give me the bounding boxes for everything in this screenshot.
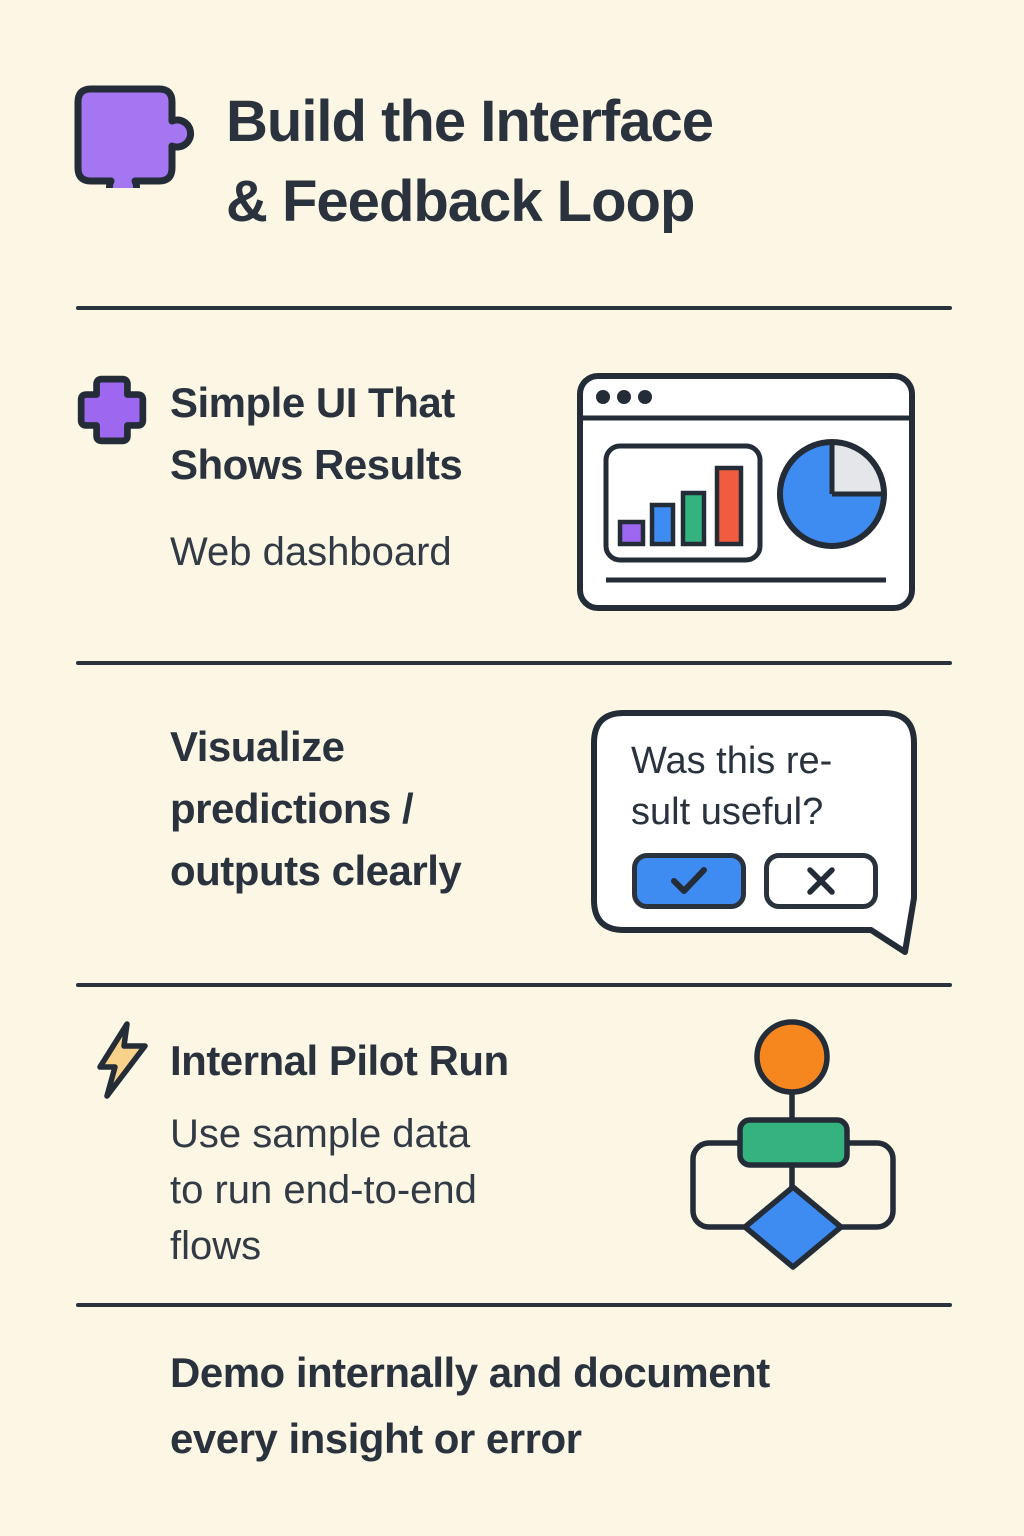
- x-icon: [807, 867, 835, 895]
- flowchart-orange-circle: [754, 1019, 830, 1095]
- lightning-bolt-icon: [97, 1021, 148, 1099]
- feedback-yes-button[interactable]: [632, 853, 746, 909]
- body-line: to run end-to-end: [170, 1168, 477, 1212]
- section-visualize-heading: Visualize predictions / outputs clearly: [170, 716, 462, 902]
- page-title: Build the Interface & Feedback Loop: [226, 82, 714, 242]
- footer-note: Demo internally and document every insig…: [170, 1340, 770, 1472]
- divider-3: [76, 983, 952, 987]
- divider-2: [76, 661, 952, 665]
- body-line: flows: [170, 1224, 262, 1268]
- section-simple-ui-heading: Simple UI That Shows Results: [170, 372, 463, 496]
- heading-line: Shows Results: [170, 441, 463, 488]
- browser-dashboard-illustration: [577, 373, 915, 611]
- pie-chart-icon: [777, 439, 887, 549]
- window-dots-icon: [596, 390, 652, 404]
- bar-chart-icon: [617, 465, 744, 547]
- heading-line: Simple UI That: [170, 379, 455, 426]
- page-title-line2: & Feedback Loop: [226, 169, 695, 234]
- feedback-no-button[interactable]: [764, 853, 878, 909]
- speech-bubble-text: Was this re- sult useful?: [631, 736, 832, 838]
- puzzle-piece-icon: [74, 85, 195, 188]
- page-title-line1: Build the Interface: [226, 89, 714, 154]
- checkmark-icon: [671, 867, 707, 894]
- section-simple-ui-body: Web dashboard: [170, 530, 452, 574]
- heading-line: outputs clearly: [170, 847, 462, 894]
- bubble-text-line: Was this re-: [631, 740, 833, 782]
- flowchart-blue-diamond: [742, 1184, 844, 1270]
- heading-line: Visualize: [170, 723, 345, 770]
- divider-4: [76, 1303, 952, 1307]
- divider-1: [76, 306, 952, 310]
- plus-icon: [77, 375, 147, 445]
- section-pilot-heading: Internal Pilot Run: [170, 1037, 509, 1084]
- section-pilot-body: Use sample data to run end-to-end flows: [170, 1106, 477, 1274]
- footer-line: Demo internally and document: [170, 1349, 770, 1396]
- bubble-text-line: sult useful?: [631, 791, 824, 833]
- footer-line: every insight or error: [170, 1415, 582, 1462]
- heading-line: predictions /: [170, 785, 414, 832]
- flowchart-green-rect: [737, 1117, 850, 1168]
- flowchart-illustration: [690, 1019, 896, 1270]
- body-line: Use sample data: [170, 1112, 471, 1156]
